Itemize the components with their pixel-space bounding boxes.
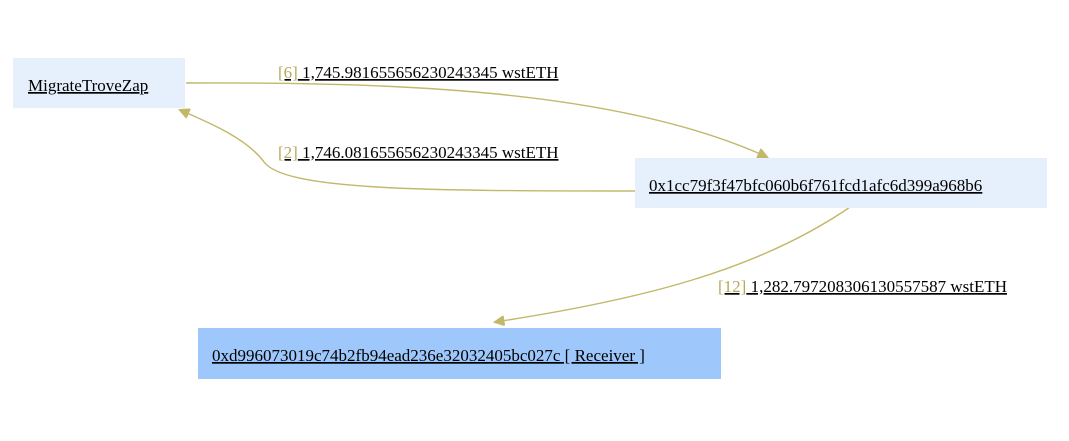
edge-6-step: [6]	[278, 63, 298, 82]
node-contract-1cc7[interactable]: 0x1cc79f3f47bfc060b6f761fcd1afc6d399a968…	[635, 158, 1047, 208]
node-migrate-trove-zap[interactable]: MigrateTroveZap	[13, 58, 185, 108]
node-receiver-label[interactable]: 0xd996073019c74b2fb94ead236e32032405bc02…	[212, 346, 645, 365]
edge-2: [2] 1,746.081655656230243345 wstETH	[180, 110, 636, 192]
node-migrate-trove-zap-box	[13, 58, 185, 108]
edge-6-label[interactable]: [6] 1,745.981655656230243345 wstETH	[278, 63, 559, 82]
edge-2-label[interactable]: [2] 1,746.081655656230243345 wstETH	[278, 143, 559, 162]
edge-12-label[interactable]: [12] 1,282.797208306130557587 wstETH	[718, 277, 1007, 296]
edge-12-step: [12]	[718, 277, 746, 296]
edge-2-amount: 1,746.081655656230243345 wstETH	[298, 143, 559, 162]
node-receiver-box	[198, 328, 721, 379]
node-contract-1cc7-box	[635, 158, 1047, 208]
node-contract-1cc7-label[interactable]: 0x1cc79f3f47bfc060b6f761fcd1afc6d399a968…	[649, 176, 982, 195]
edge-6: [6] 1,745.981655656230243345 wstETH	[185, 63, 767, 157]
edge-6-amount: 1,745.981655656230243345 wstETH	[298, 63, 559, 82]
edge-2-step: [2]	[278, 143, 298, 162]
edge-6-path	[185, 82, 767, 157]
edge-2-path	[180, 110, 636, 192]
edge-12-amount: 1,282.797208306130557587 wstETH	[746, 277, 1007, 296]
node-receiver[interactable]: 0xd996073019c74b2fb94ead236e32032405bc02…	[198, 328, 721, 379]
edge-12: [12] 1,282.797208306130557587 wstETH	[495, 204, 1007, 322]
node-migrate-trove-zap-label[interactable]: MigrateTroveZap	[28, 76, 148, 95]
edge-12-path	[495, 204, 854, 322]
